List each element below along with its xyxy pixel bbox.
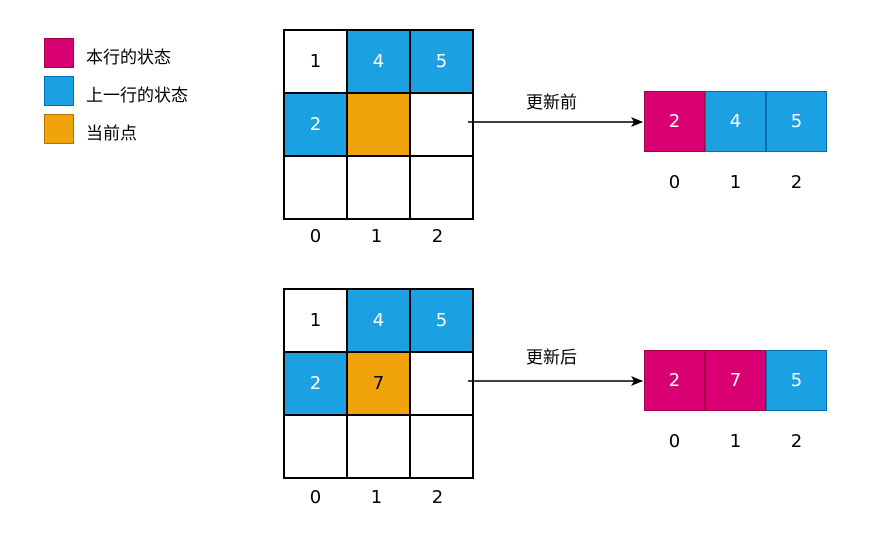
array-index: 1 <box>729 172 742 193</box>
grid-cell <box>285 416 346 477</box>
grid-cell: 5 <box>411 31 472 92</box>
grid-cell: 2 <box>285 353 346 414</box>
column-index: 1 <box>370 487 383 508</box>
array-index: 0 <box>668 172 681 193</box>
array-after: 2 7 5 <box>644 350 827 411</box>
grid-cell <box>411 157 472 218</box>
grid-after: 1 4 5 2 7 <box>283 288 474 479</box>
grid-cell <box>285 157 346 218</box>
grid-cell-current: 7 <box>348 353 409 414</box>
array-before-indices: 0 1 2 <box>644 172 827 193</box>
legend-label: 本行的状态 <box>86 48 171 68</box>
array-after-indices: 0 1 2 <box>644 431 827 452</box>
array-index: 1 <box>729 431 742 452</box>
grid-cell: 4 <box>348 31 409 92</box>
array-cell: 4 <box>705 91 766 152</box>
legend-label: 上一行的状态 <box>86 86 188 106</box>
grid-cell <box>411 416 472 477</box>
array-cell: 2 <box>644 350 705 411</box>
array-cell: 7 <box>705 350 766 411</box>
grid-cell <box>348 416 409 477</box>
grid-cell: 1 <box>285 31 346 92</box>
column-index: 0 <box>309 487 322 508</box>
array-index: 2 <box>790 172 803 193</box>
legend-label: 当前点 <box>86 124 137 144</box>
column-index: 2 <box>431 226 444 247</box>
grid-cell: 2 <box>285 94 346 155</box>
legend-swatch-current-row <box>44 38 74 68</box>
column-index: 0 <box>309 226 322 247</box>
array-index: 0 <box>668 431 681 452</box>
grid-cell <box>411 353 472 414</box>
grid-cell: 4 <box>348 290 409 351</box>
column-index: 1 <box>370 226 383 247</box>
arrow-label-before: 更新前 <box>526 93 577 113</box>
arrow-label-after: 更新后 <box>526 348 577 368</box>
grid-cell <box>348 157 409 218</box>
grid-before-indices: 0 1 2 <box>285 226 468 247</box>
array-cell: 5 <box>766 350 827 411</box>
legend-swatch-previous-row <box>44 76 74 106</box>
grid-cell: 1 <box>285 290 346 351</box>
grid-after-indices: 0 1 2 <box>285 487 468 508</box>
array-cell: 2 <box>644 91 705 152</box>
grid-cell: 5 <box>411 290 472 351</box>
legend-swatch-current-point <box>44 114 74 144</box>
grid-before: 1 4 5 2 <box>283 29 474 220</box>
array-before: 2 4 5 <box>644 91 827 152</box>
grid-cell-current <box>348 94 409 155</box>
array-cell: 5 <box>766 91 827 152</box>
array-index: 2 <box>790 431 803 452</box>
grid-cell <box>411 94 472 155</box>
column-index: 2 <box>431 487 444 508</box>
